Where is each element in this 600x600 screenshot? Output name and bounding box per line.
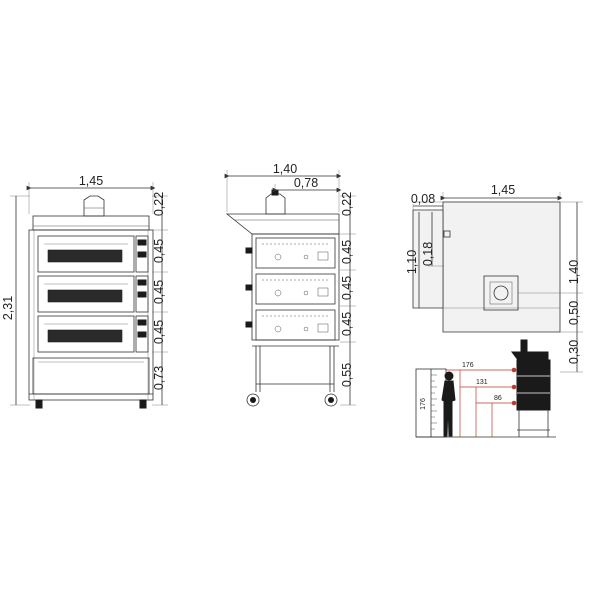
side-height-3: 0,45 [340,312,354,336]
front-height-0: 0,22 [152,192,166,216]
front-view: 1,45 2,31 0,22 0,45 0,45 0,45 0,73 [1,174,168,409]
top-wall-gap-label: 0,08 [411,192,435,206]
mini-oven-silhouette [511,339,551,437]
top-flue-y-label: 0,50 [567,301,581,325]
side-height-0: 0,22 [340,192,354,216]
deck-height-2: 86 [494,395,502,402]
side-deck-3 [245,309,336,341]
side-height-1: 0,45 [340,240,354,264]
front-width-dimension: 1,45 [26,174,156,214]
front-deck-1 [37,235,149,273]
side-deck-2 [245,273,336,305]
side-depth-dimension: 1,40 [224,162,342,212]
front-total-height-label: 2,31 [1,296,15,320]
top-left-depth-label: 1,10 [405,250,419,274]
front-hood [32,215,150,231]
top-right-depth-label: 1,40 [567,260,581,284]
front-deck-2 [37,275,149,313]
front-wheels [35,399,147,409]
top-flue-back-dimension: 0,18 [421,212,444,267]
front-width-label: 1,45 [79,174,103,188]
top-right-chain: 1,40 0,50 0,30 [560,201,583,373]
side-hood [225,213,340,235]
top-oven-footprint [442,201,561,333]
top-width-label: 1,45 [491,183,515,197]
deck-height-0: 176 [462,362,474,369]
side-flue-label: 0,78 [294,176,318,190]
front-height-1: 0,45 [152,239,166,263]
side-view: 1,40 0,78 0,22 0,45 0,45 0,45 0,55 [224,162,356,407]
top-flue [483,275,560,311]
deck-height-1: 131 [476,379,488,386]
top-width-dimension: 1,45 [440,183,563,201]
front-body [28,229,154,401]
side-stand [252,345,339,392]
height-scale: 176 [415,368,447,438]
top-flue-back-label: 0,18 [421,242,435,266]
front-height-2: 0,45 [152,280,166,304]
top-front-offset-label: 0,30 [567,340,581,364]
front-height-4: 0,73 [152,366,166,390]
front-chimney [83,195,105,217]
scale-label: 176 [420,398,427,410]
side-height-4: 0,55 [340,363,354,387]
top-view: 1,45 0,08 1,10 0,18 1,40 0,50 0,30 [405,183,583,373]
side-height-2: 0,45 [340,276,354,300]
ergonomic-view: 176 176 131 86 [415,339,556,438]
top-wall-gap-dimension: 0,08 [411,192,443,212]
front-height-chain: 0,22 0,45 0,45 0,45 0,73 [152,192,168,406]
deck-height-guides: 176 131 86 [446,362,517,437]
side-flue-dimension: 0,78 [272,176,342,193]
side-wheels [246,393,338,407]
side-height-chain: 0,22 0,45 0,45 0,45 0,55 [340,192,356,406]
front-deck-3 [37,315,149,353]
front-height-3: 0,45 [152,320,166,344]
front-stand [29,357,153,395]
side-chimney [265,193,286,215]
side-deck-1 [245,237,336,269]
top-left-depth-dimension: 1,10 [405,212,420,308]
person-silhouette-icon [441,371,456,437]
side-depth-label: 1,40 [273,162,297,176]
front-total-height-dimension: 2,31 [1,195,30,406]
